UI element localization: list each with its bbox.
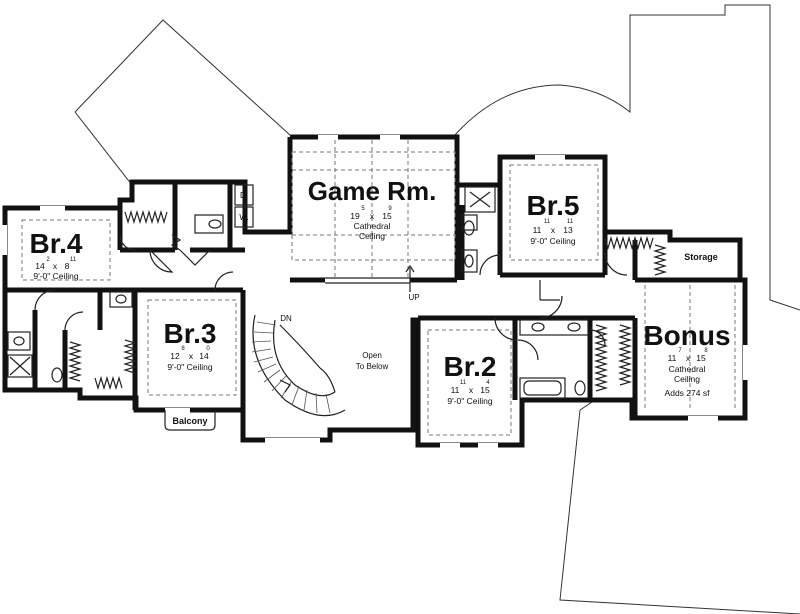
note1-br2: 9'-0" Ceiling: [447, 396, 493, 406]
dim-x-bonus: x: [686, 353, 691, 363]
room-name-br5: Br.5: [527, 190, 580, 221]
note1-game: Cathedral: [354, 221, 391, 231]
dim-h-in-br5: 11: [567, 219, 574, 225]
up-label: UP: [408, 293, 419, 302]
balcony-label: Balcony: [172, 416, 207, 426]
dim-w-br2: 11: [451, 385, 460, 395]
dim-h-br4: 8: [65, 261, 70, 271]
dim-w-bonus: 11: [668, 353, 677, 363]
spiral-stair[interactable]: [251, 314, 346, 417]
balcony: [164, 410, 216, 431]
dim-h-br3: 14: [199, 351, 209, 361]
room-name-br2: Br.2: [444, 351, 497, 382]
dim-x-br5: x: [551, 225, 556, 235]
dim-w-br5: 11: [533, 225, 542, 235]
dim-h-in-br2: 4: [486, 380, 490, 386]
dim-w-in-br3: 8: [181, 346, 185, 352]
note1-br3: 9'-0" Ceiling: [167, 362, 213, 372]
note2-game: Ceiling: [359, 231, 385, 241]
note1-bonus: Cathedral: [669, 364, 706, 374]
dim-w-in-game: 5: [361, 206, 365, 212]
room-name-bonus: Bonus: [643, 320, 730, 351]
dim-h-in-br3: 0: [206, 346, 210, 352]
open-label-2: To Below: [356, 362, 389, 371]
note3-bonus: Adds 274 sf: [665, 388, 711, 398]
dim-w-in-br4: 2: [46, 257, 50, 263]
dim-w-in-br2: 11: [460, 380, 467, 386]
up-arrow: [405, 264, 415, 292]
dim-x-br4: x: [53, 261, 58, 271]
dim-w-game: 19: [350, 211, 360, 221]
room-name-br4: Br.4: [30, 228, 83, 259]
storage-label: Storage: [684, 252, 718, 262]
dim-h-in-game: 9: [388, 206, 392, 212]
dim-h-br2: 15: [480, 385, 490, 395]
ceiling-lines: [21, 140, 736, 436]
note1-br4: 9'-0" Ceiling: [33, 271, 79, 281]
dim-x-game: x: [370, 211, 375, 221]
note2-bonus: Ceiling: [674, 374, 700, 384]
dryer-label: D.: [240, 191, 248, 200]
dim-h-br5: 13: [563, 225, 573, 235]
hall-steps: [539, 280, 560, 301]
doors: [34, 234, 628, 361]
bath-fixtures: [7, 184, 589, 399]
room-name-game: Game Rm.: [308, 176, 437, 206]
dim-h-in-br4: 11: [70, 257, 77, 263]
dim-w-in-br5: 11: [544, 219, 551, 225]
dim-w-in-bonus: 7: [678, 348, 682, 354]
dim-x-br3: x: [189, 351, 194, 361]
note1-br5: 9'-0" Ceiling: [530, 236, 576, 246]
room-name-br3: Br.3: [164, 318, 217, 349]
room-br3: Br.3 8 0 12 x 14 9'-0" Ceiling: [164, 318, 217, 372]
dim-h-game: 15: [382, 211, 392, 221]
room-bonus: Bonus 7 8 11 x 15 Cathedral Ceiling Adds…: [643, 320, 730, 398]
dim-x-br2: x: [469, 385, 474, 395]
dn-label: DN: [280, 314, 292, 323]
closet-shelves: [67, 209, 668, 392]
dim-w-br3: 12: [170, 351, 180, 361]
exterior-walls: [2, 134, 748, 448]
room-br2: Br.2 11 4 11 x 15 9'-0" Ceiling: [444, 351, 497, 406]
room-br5: Br.5 11 11 11 x 13 9'-0" Ceiling: [527, 190, 580, 246]
interior-walls: [5, 182, 745, 418]
dim-h-in-bonus: 8: [704, 348, 708, 354]
room-br4: Br.4 2 11 14 x 8 9'-0" Ceiling: [30, 228, 83, 281]
dim-w-br4: 14: [35, 261, 45, 271]
windows: [2, 135, 748, 448]
room-game: Game Rm. 5 9 19 x 15 Cathedral Ceiling: [308, 176, 437, 241]
washer-label: W.: [239, 213, 248, 222]
dim-h-bonus: 15: [696, 353, 706, 363]
roof-outline: [74, 4, 800, 614]
open-label-1: Open: [362, 351, 382, 360]
